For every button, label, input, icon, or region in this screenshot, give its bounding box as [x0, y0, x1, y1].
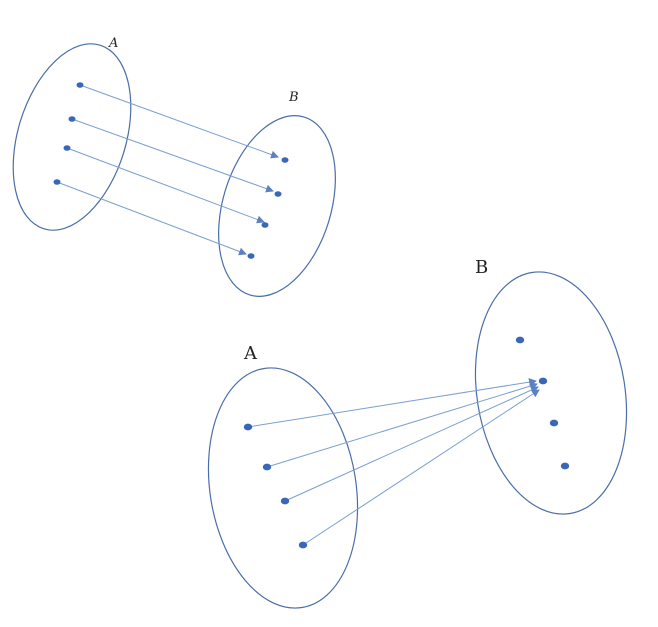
- top-set-b-element: [247, 253, 255, 259]
- top-set-a-element: [53, 179, 61, 185]
- bottom-set-b-ellipse: [474, 271, 628, 515]
- bottom-set-a-label: A: [243, 343, 258, 364]
- bottom-mapping-arrow: [266, 382, 538, 468]
- top-set-a-label: A: [108, 36, 118, 51]
- bottom-set-a-element: [298, 541, 308, 549]
- bottom-mapping-arrow: [247, 378, 537, 428]
- bottom-mapping-arrow: [284, 386, 539, 502]
- top-mapping-diagram: A B: [12, 36, 336, 297]
- top-set-a-ellipse: [12, 43, 132, 231]
- top-set-b-label: B: [288, 90, 299, 105]
- top-mapping-arrow: [79, 84, 279, 159]
- top-set-b-ellipse: [218, 115, 336, 297]
- bottom-set-b-element: [560, 462, 570, 470]
- bottom-mapping-diagram: A B: [207, 257, 628, 609]
- top-mapping-arrow: [66, 147, 265, 224]
- top-set-a-element: [63, 145, 71, 151]
- top-set-b-element: [261, 222, 269, 228]
- top-set-a-element: [68, 116, 76, 122]
- top-mapping-arrow: [71, 118, 274, 193]
- bottom-set-a-element: [262, 463, 272, 471]
- bottom-set-b-element: [538, 377, 548, 385]
- top-set-b-element: [281, 157, 289, 163]
- bottom-set-a-element: [280, 497, 290, 505]
- top-set-a-element: [76, 82, 84, 88]
- bottom-set-a-ellipse: [207, 367, 359, 609]
- bottom-mapping-arrow: [302, 389, 540, 546]
- bottom-set-b-element: [549, 419, 559, 427]
- top-mapping-arrow: [56, 181, 247, 256]
- bottom-set-b-label: B: [475, 257, 488, 278]
- bottom-set-a-element: [243, 423, 253, 431]
- top-set-b-element: [274, 191, 282, 197]
- bottom-set-b-element: [515, 336, 525, 344]
